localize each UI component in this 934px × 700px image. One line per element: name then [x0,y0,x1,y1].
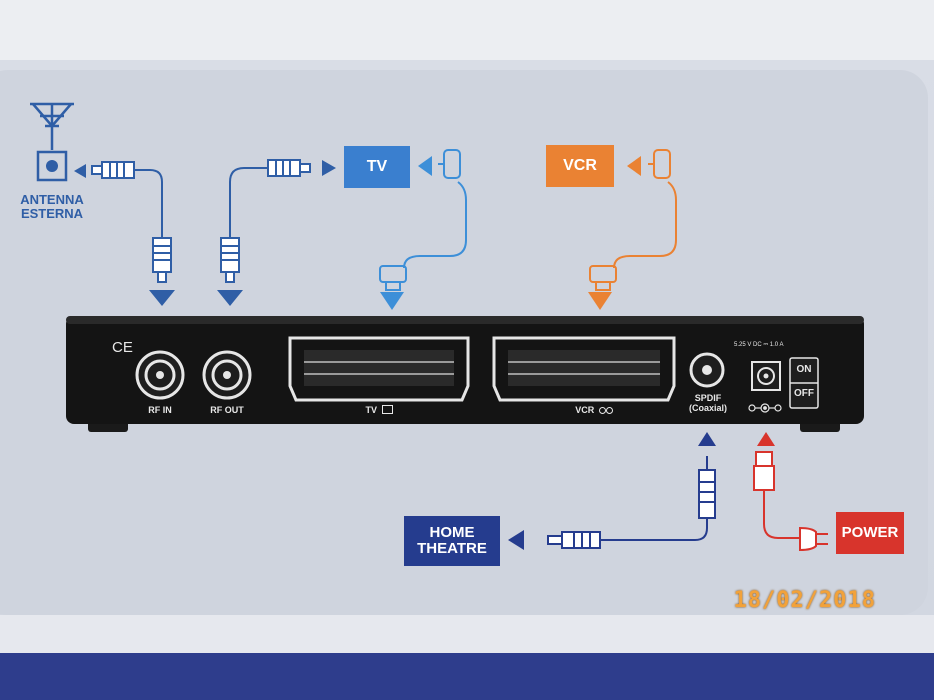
arrow-to-home-theatre-icon [508,530,524,550]
spdif-label-line2: (Coaxial) [688,403,727,414]
scart-vcr-label: VCR [566,405,622,416]
box-lower-white [0,615,934,653]
spdif-label: SPDIF (Coaxial) [680,393,736,414]
antenna-label-line1: ANTENNA [20,192,84,207]
antenna-label-line2: ESTERNA [20,206,84,222]
rf-in-label: RF IN [148,405,172,415]
antenna-wall-socket-icon [36,150,68,182]
rf-out-plug-top-icon [267,159,311,177]
scart-vcr-connector [492,336,676,402]
rf-plug-horizontal-icon [91,161,135,179]
arrow-spdif-icon [698,432,716,446]
power-mains-plug-icon [799,526,828,552]
spdif-connector [689,352,725,388]
rf-in-cable [134,169,163,238]
home-theatre-label-line1: HOME [429,524,475,542]
home-theatre-label: HOME THEATRE [404,516,500,566]
spdif-label-line1: SPDIF [694,393,722,403]
photo-date-stamp: 18/02/2018 [733,588,876,613]
rf-out-cable [229,167,268,238]
spdif-plug-icon [698,469,716,519]
dc-power-jack [751,361,781,391]
antenna-label: ANTENNA ESTERNA [10,192,94,222]
arrow-vcr-scart-in-icon [627,156,641,176]
arrow-power-icon [757,432,775,446]
ce-mark: CE [112,339,133,356]
scart-tv-label: TV [356,405,402,415]
receiver-device [66,316,864,432]
box-top-area [0,0,934,60]
vcr-scart-cable [589,149,677,291]
arrow-rf-out-icon [217,290,243,306]
rf-out-plug-icon [220,237,240,283]
spdif-cable [600,456,708,541]
tv-label: TV [344,146,410,188]
power-label-text: POWER [841,524,899,542]
switch-off-label: OFF [794,388,814,399]
arrow-to-antenna-icon [74,164,86,178]
scart-tv-connector [288,336,470,402]
power-label: POWER [836,512,904,554]
tape-icon [598,406,613,416]
home-theatre-plug-icon [547,531,601,549]
home-theatre-label-line2: THEATRE [417,540,487,557]
on-off-switch [789,357,819,409]
tv-screen-icon [381,405,393,414]
arrow-vcr-scart-icon [588,292,612,310]
dc-polarity-icon [748,403,782,413]
antenna-icon [30,102,74,150]
vcr-label-text: VCR [563,156,597,174]
vcr-label: VCR [546,145,614,187]
box-bottom-band [0,650,934,700]
tv-label-text: TV [366,157,388,175]
power-cable [763,490,800,539]
tv-scart-cable [379,149,467,291]
arrow-tv-scart-in-icon [418,156,432,176]
scart-vcr-label-text: VCR [575,405,595,415]
rf-in-connector [135,350,185,400]
rf-in-plug-icon [152,237,172,283]
scart-tv-label-text: TV [365,405,377,415]
rf-out-connector [202,350,252,400]
arrow-to-tv-icon [322,160,336,176]
switch-on-label: ON [796,364,812,375]
power-rating-label: 5.25 V DC ⎓ 1.0 A [734,342,784,348]
arrow-tv-scart-icon [380,292,404,310]
arrow-rf-in-icon [149,290,175,306]
rf-out-label: RF OUT [210,405,244,415]
power-dc-plug-icon [753,451,775,491]
